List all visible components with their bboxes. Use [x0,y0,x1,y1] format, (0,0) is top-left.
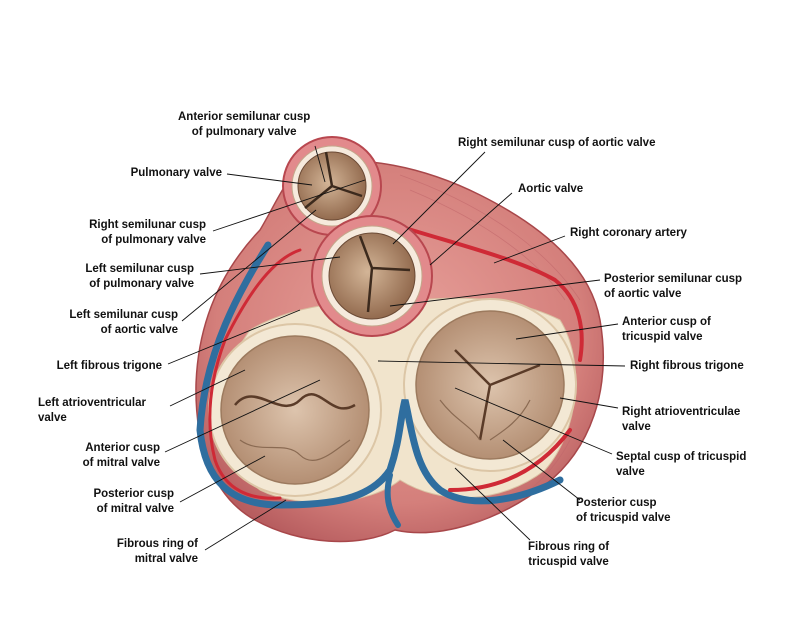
pulmonary-valve [282,136,382,236]
label-left-cusp-pulmonary: Left semilunar cusp of pulmonary valve [85,263,194,290]
vein-branch [384,472,401,528]
label-posterior-cusp-mitral: Posterior cusp of mitral valve [93,488,174,515]
label-posterior-cusp-aortic: Posterior semilunar cusp of aortic valve [604,273,743,300]
label-left-fibrous-trigone: Left fibrous trigone [56,360,162,372]
coronary-sinus-vein [196,241,564,509]
aortic-valve [311,215,433,337]
label-left-cusp-aortic: Left semilunar cusp of aortic valve [69,309,178,336]
leader-lines [164,145,626,551]
label-anterior-cusp-tricuspid: Anterior cusp of tricuspid valve [622,316,711,343]
label-left-av-valve: Left atrioventricular valve [38,397,146,424]
label-right-fibrous-trigone: Right fibrous trigone [630,360,744,372]
label-right-coronary-artery: Right coronary artery [570,227,687,239]
label-right-av-valve: Right atrioventriculae valve [622,406,741,433]
label-right-cusp-aortic: Right semilunar cusp of aortic valve [458,137,656,149]
right-coronary-artery [403,226,584,492]
mitral-valve [208,323,382,497]
label-right-cusp-pulmonary: Right semilunar cusp of pulmonary valve [89,219,206,246]
label-anterior-cusp-pulmonary: Anterior semilunar cusp of pulmonary val… [178,111,311,138]
tricuspid-valve [403,298,577,472]
label-fibrous-ring-mitral: Fibrous ring of mitral valve [116,538,198,565]
label-anterior-cusp-mitral: Anterior cusp of mitral valve [82,442,160,469]
label-pulmonary-valve: Pulmonary valve [130,167,222,179]
label-septal-cusp-tricuspid: Septal cusp of tricuspid valve [616,451,747,478]
left-coronary-artery [208,248,302,500]
label-aortic-valve: Aortic valve [518,183,584,195]
label-posterior-cusp-tricuspid: Posterior cusp of tricuspid valve [576,497,671,524]
label-fibrous-ring-tricuspid: Fibrous ring of tricuspid valve [528,541,610,568]
